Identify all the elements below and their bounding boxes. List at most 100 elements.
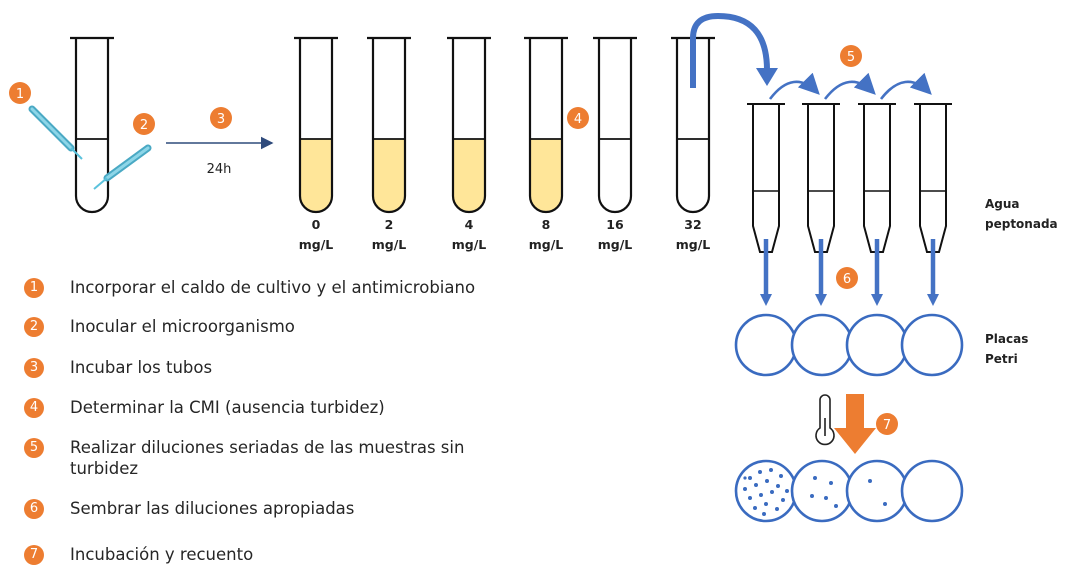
legend-item-1: 1 Incorporar el caldo de cultivo y el an… xyxy=(24,277,500,298)
mic-tube: 16 mg/L xyxy=(593,36,637,252)
test-tube-icon xyxy=(74,38,110,214)
test-tube-icon xyxy=(597,38,633,214)
test-tube-icon xyxy=(451,38,487,214)
petri-dish-icon xyxy=(845,313,909,377)
step-badge-5: 5 xyxy=(840,45,862,67)
concentration-unit: mg/L xyxy=(676,237,711,252)
broth-fill xyxy=(373,139,405,212)
petri-label: Petri xyxy=(985,352,1018,366)
petri-dish-icon xyxy=(734,313,798,377)
broth-fill xyxy=(453,139,485,212)
svg-text:4: 4 xyxy=(574,112,582,127)
test-tube-icon xyxy=(298,38,334,214)
concentration-unit: mg/L xyxy=(598,237,633,252)
concentration-value: 4 xyxy=(465,217,474,232)
step-badge-6: 6 xyxy=(836,267,858,289)
test-tube-icon xyxy=(919,104,947,253)
mic-tube: 8 mg/L xyxy=(524,36,568,252)
petri-dish-icon xyxy=(900,313,964,377)
arrow-icon xyxy=(815,294,827,306)
svg-text:1: 1 xyxy=(16,87,24,102)
svg-text:6: 6 xyxy=(843,272,851,287)
step-number: 6 xyxy=(24,499,44,519)
dilution-arrow xyxy=(879,72,932,100)
transfer-arrow xyxy=(690,12,778,88)
concentration-value: 32 xyxy=(684,217,701,232)
arrow-icon xyxy=(760,294,772,306)
peptone-water-label: peptonada xyxy=(985,217,1058,231)
step-number: 3 xyxy=(24,358,44,378)
colonies-some xyxy=(810,476,838,508)
concentration-value: 8 xyxy=(542,217,551,232)
mic-tube: 4 mg/L xyxy=(447,36,491,252)
colony-dish-row xyxy=(734,459,964,523)
step-number: 5 xyxy=(24,438,44,458)
petri-dish-icon xyxy=(845,459,909,523)
pipette-icon xyxy=(28,105,83,160)
concentration-value: 2 xyxy=(385,217,394,232)
step-number: 2 xyxy=(24,317,44,337)
test-tube-icon xyxy=(528,38,564,214)
svg-text:2: 2 xyxy=(140,118,148,133)
broth-fill xyxy=(300,139,332,212)
colonies-many xyxy=(743,468,789,516)
step-description: Incubar los tubos xyxy=(70,358,213,377)
test-tube-icon xyxy=(752,104,780,253)
svg-text:7: 7 xyxy=(883,418,891,433)
inoculation-tube xyxy=(70,36,114,214)
step-description: Sembrar las diluciones apropiadas xyxy=(70,499,355,518)
concentration-unit: mg/L xyxy=(372,237,407,252)
step-number: 4 xyxy=(24,398,44,418)
petri-dish-icon xyxy=(790,459,854,523)
step-description: Incorporar el caldo de cultivo y el anti… xyxy=(70,278,476,297)
step-badge-2: 2 xyxy=(133,113,155,135)
legend-item-4: 4 Determinar la CMI (ausencia turbidez) xyxy=(24,397,500,418)
test-tube-icon xyxy=(863,104,891,253)
mic-tube: 0 mg/L xyxy=(294,36,338,252)
step-description: Incubación y recuento xyxy=(70,545,254,564)
step-badge-4: 4 xyxy=(567,107,589,129)
concentration-unit: mg/L xyxy=(299,237,334,252)
legend-item-5: 5 Realizar diluciones seriadas de las mu… xyxy=(24,437,500,479)
legend-item-7: 7 Incubación y recuento xyxy=(24,544,500,565)
dilution-tube xyxy=(802,72,876,306)
step-badge-7: 7 xyxy=(876,413,898,435)
step-badge-1: 1 xyxy=(9,82,31,104)
svg-text:5: 5 xyxy=(847,50,855,65)
mic-tube: 2 mg/L xyxy=(367,36,411,252)
step-number: 1 xyxy=(24,278,44,298)
mic-tube-series: 0 mg/L 2 mg/L 4 mg/L 8 mg/L 16 mg/L 32 mg/L xyxy=(294,36,715,252)
incubation-time: 24h xyxy=(207,162,232,177)
step-description: Inocular el microorganismo xyxy=(70,317,295,336)
dilution-tube-series xyxy=(747,72,952,306)
arrow-icon xyxy=(871,294,883,306)
dilution-tube xyxy=(858,72,932,306)
legend-item-3: 3 Incubar los tubos xyxy=(24,357,500,378)
test-tube-icon xyxy=(675,38,711,214)
thermometer-icon xyxy=(815,394,835,446)
dilution-tube xyxy=(914,103,952,306)
concentration-value: 0 xyxy=(312,217,321,232)
colonies-few xyxy=(868,479,887,506)
petri-dish-icon xyxy=(900,459,964,523)
concentration-unit: mg/L xyxy=(452,237,487,252)
incubation-arrow xyxy=(834,394,876,454)
pipette-icon xyxy=(93,144,152,190)
mic-tube: 32 mg/L xyxy=(671,36,715,252)
dilution-arrow xyxy=(823,72,876,100)
concentration-unit: mg/L xyxy=(529,237,564,252)
legend-item-2: 2 Inocular el microorganismo xyxy=(24,316,500,337)
broth-fill xyxy=(530,139,562,212)
step-description: Realizar diluciones seriadas de las mues… xyxy=(70,438,465,478)
step-number: 7 xyxy=(24,545,44,565)
petri-dish-row xyxy=(734,313,964,377)
arrow-icon xyxy=(927,294,939,306)
test-tube-icon xyxy=(371,38,407,214)
concentration-value: 16 xyxy=(606,217,624,232)
dilution-arrow xyxy=(768,72,820,100)
dilution-tube xyxy=(747,72,820,306)
legend-item-6: 6 Sembrar las diluciones apropiadas xyxy=(24,498,500,519)
petri-label: Placas xyxy=(985,332,1028,346)
step-badge-3: 3 xyxy=(210,107,232,129)
